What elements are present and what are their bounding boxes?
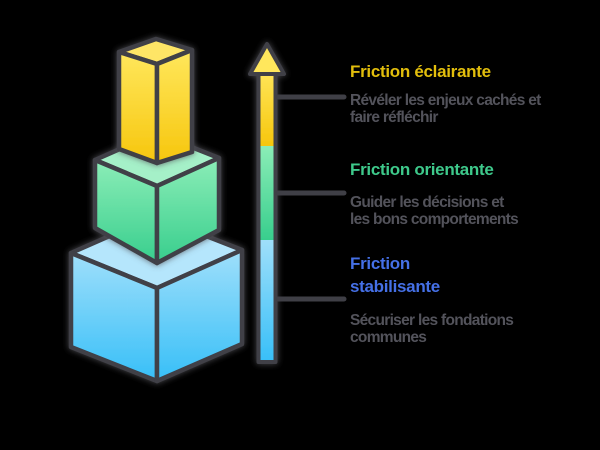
- level-desc-orientante: Guider les décisions et les bons comport…: [350, 194, 519, 228]
- arrow-up-head: [248, 42, 286, 76]
- arrow-segment-eclairante: [258, 68, 276, 146]
- level-title-orientante: Friction orientante: [350, 160, 494, 179]
- level-title-eclairante: Friction éclairante: [350, 62, 491, 81]
- arrow-segment-orientante: [258, 146, 276, 240]
- level-desc-stabilisante-line2: communes: [350, 329, 427, 346]
- level-desc-orientante-line2: les bons comportements: [350, 211, 519, 228]
- box-eclairante-right-face: [154, 47, 195, 166]
- arrow-segment-stabilisante: [258, 240, 276, 362]
- level-title-stabilisante: Friction stabilisante: [350, 252, 500, 298]
- box-eclairante: [116, 36, 195, 166]
- box-orientante: [92, 130, 222, 266]
- box-eclairante-left-face: [116, 49, 160, 166]
- level-desc-eclairante-line1: Révéler les enjeux cachés et: [350, 92, 541, 109]
- level-desc-eclairante-line2: faire réfléchir: [350, 109, 438, 126]
- level-desc-orientante-line1: Guider les décisions et: [350, 194, 504, 211]
- level-desc-stabilisante-line1: Sécuriser les fondations: [350, 312, 514, 329]
- box-stabilisante-right-face: [154, 247, 245, 384]
- box-orientante-right-face: [154, 155, 222, 266]
- level-title-stabilisante-line2: stabilisante: [350, 277, 440, 296]
- level-title-stabilisante-line1: Friction: [350, 254, 410, 273]
- level-desc-eclairante: Révéler les enjeux cachés et faire réflé…: [350, 92, 541, 126]
- scale-arrow: [248, 42, 286, 364]
- label-column: Friction éclairante Révéler les enjeux c…: [350, 0, 595, 450]
- level-desc-stabilisante: Sécuriser les fondations communes: [350, 312, 514, 346]
- connector-lines: [275, 94, 347, 302]
